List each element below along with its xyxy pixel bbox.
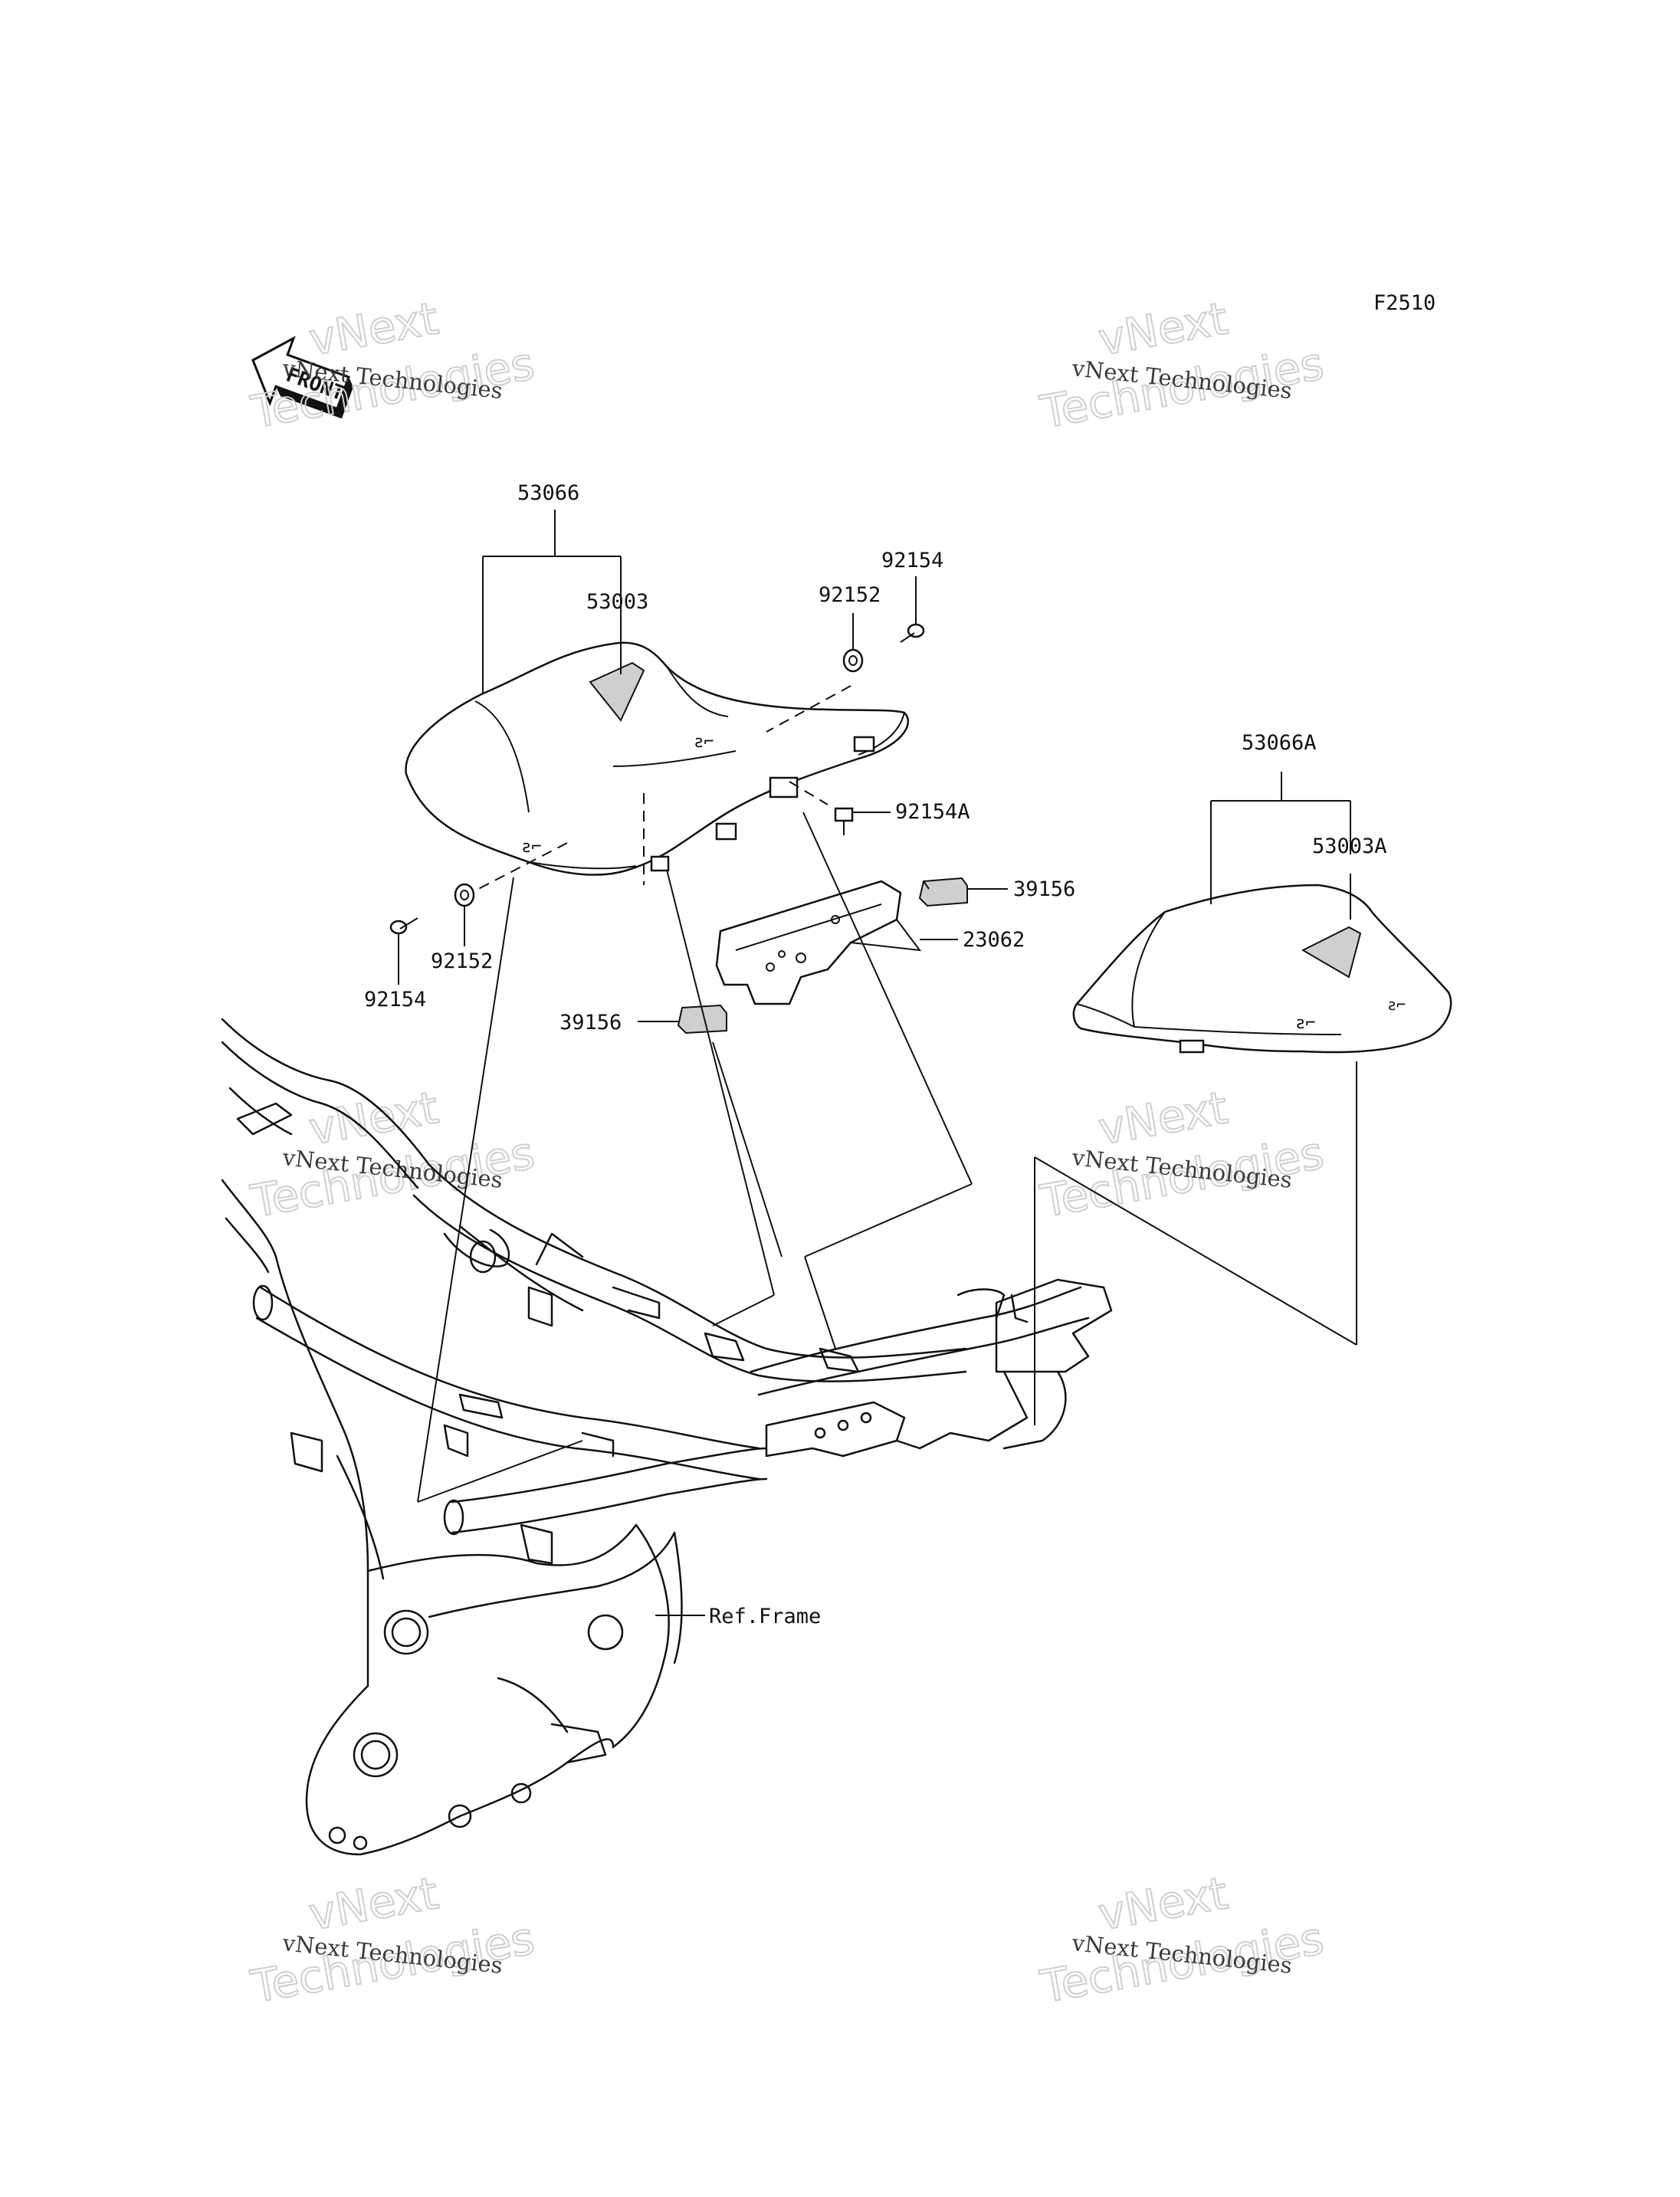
collar-92152-bottom xyxy=(454,883,475,907)
label-92152-top: 92152 xyxy=(819,583,881,607)
watermark: vNext Technologies xyxy=(1035,1080,1328,1228)
damper-39156-left xyxy=(677,1004,727,1035)
watermark: vNext Technologies xyxy=(246,1080,539,1228)
svg-text:ƨ⌐: ƨ⌐ xyxy=(521,838,542,857)
label-39156-left: 39156 xyxy=(559,1011,622,1035)
label-53003: 53003 xyxy=(586,590,648,614)
svg-text:vNext: vNext xyxy=(305,1867,442,1940)
damper-39156-right xyxy=(918,877,968,907)
label-92154-top: 92154 xyxy=(881,549,943,572)
watermark: vNext Technologies xyxy=(1035,291,1328,439)
svg-text:ƨ⌐: ƨ⌐ xyxy=(1295,1014,1316,1033)
collar-92152-top xyxy=(842,648,864,673)
svg-text:vNext: vNext xyxy=(1094,1081,1232,1155)
label-92152-bottom: 92152 xyxy=(431,949,493,973)
watermark: vNext Technologies xyxy=(246,1866,539,2014)
bolt-92154A xyxy=(834,807,854,835)
watermark: vNext Technologies xyxy=(1035,1866,1328,2014)
svg-text:vNext: vNext xyxy=(1094,292,1232,366)
svg-text:vNext: vNext xyxy=(305,1081,442,1155)
svg-text:ƨ⌐: ƨ⌐ xyxy=(1387,995,1406,1014)
label-23062: 23062 xyxy=(963,928,1025,952)
bracket-23062 xyxy=(715,880,922,1005)
label-53066: 53066 xyxy=(517,481,579,505)
label-92154-bottom: 92154 xyxy=(364,988,426,1012)
label-ref-frame: Ref.Frame xyxy=(709,1605,821,1628)
frame-ref xyxy=(221,1018,1113,1856)
label-92154A: 92154A xyxy=(895,800,970,824)
bolt-92154-bottom xyxy=(389,917,418,935)
label-53003A: 53003A xyxy=(1312,835,1387,858)
svg-text:ƨ⌐: ƨ⌐ xyxy=(694,733,714,752)
svg-text:vNext: vNext xyxy=(305,292,442,366)
label-39156-right: 39156 xyxy=(1013,877,1075,901)
seat-53003: ƨ⌐ ƨ⌐ xyxy=(405,641,909,876)
diagram-code: F2510 xyxy=(1373,291,1436,315)
label-53066A: 53066A xyxy=(1242,731,1317,755)
svg-text:vNext: vNext xyxy=(1094,1867,1232,1940)
bolt-92154-top xyxy=(900,623,925,643)
seat-cover-53003A: ƨ⌐ ƨ⌐ xyxy=(1072,884,1452,1054)
